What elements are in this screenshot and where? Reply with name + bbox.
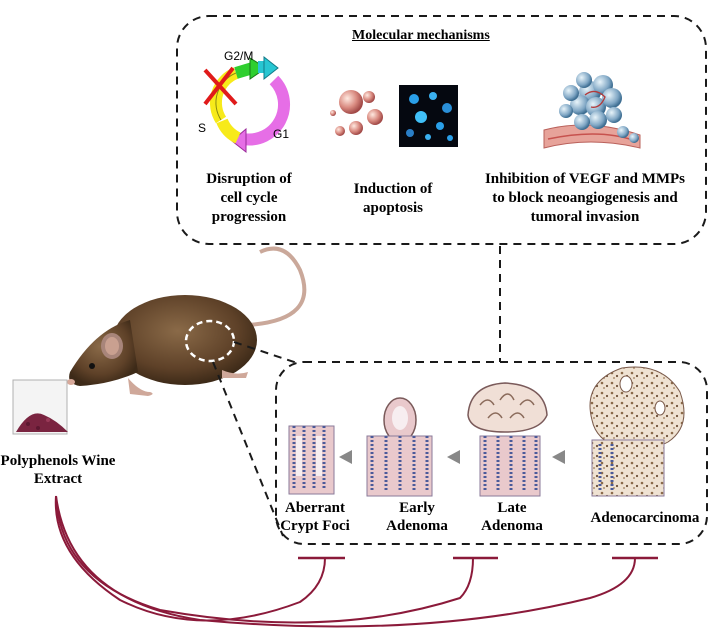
- stage-label-aberrant-crypt-foci-line2: Crypt Foci: [280, 518, 350, 534]
- tumor-invasion-illustration: [543, 72, 641, 149]
- apoptosis-micrograph: [399, 85, 458, 147]
- progression-arrow-2: [447, 450, 460, 464]
- mechanisms-title: Molecular mechanisms: [352, 28, 490, 43]
- tissue-aberrant-crypt-foci: [288, 425, 335, 495]
- phase-s-label: S: [198, 121, 207, 135]
- stage-label-adenocarcinoma: Adenocarcinoma: [590, 510, 700, 526]
- progression-arrow-3: [552, 450, 565, 464]
- apoptosis-caption-line1: Induction of: [353, 181, 433, 197]
- zoom-line-lower: [212, 361, 284, 537]
- rat-illustration: [67, 246, 307, 396]
- wine-extract-powder: [12, 379, 68, 435]
- phase-g1-label: G1: [273, 127, 290, 141]
- angiogenesis-caption-line2: to block neoangiogenesis and: [492, 190, 678, 206]
- inhibition-lines: [54, 495, 658, 628]
- tissue-adenocarcinoma: [589, 366, 685, 497]
- tissue-late-adenoma: [467, 382, 548, 497]
- apoptosis-spheres: [330, 90, 383, 136]
- stage-label-aberrant-crypt-foci-line1: Aberrant: [285, 500, 345, 516]
- stage-label-late-adenoma-line2: Adenoma: [481, 518, 543, 534]
- extract-label-line2: Extract: [33, 471, 83, 487]
- cell-cycle-caption-line1: Disruption of: [206, 171, 292, 187]
- cell-cycle-caption-line2: cell cycle: [220, 190, 278, 206]
- progression-arrow-1: [339, 450, 352, 464]
- stage-label-late-adenoma-line1: Late: [497, 500, 527, 516]
- cell-cycle-caption-line3: progression: [211, 209, 287, 225]
- progression-box: [275, 361, 708, 545]
- extract-label-line1: Polyphenols Wine: [0, 453, 116, 469]
- zoom-line-upper: [233, 341, 301, 365]
- tissue-early-adenoma: [366, 397, 433, 497]
- cell-cycle-diagram: [203, 55, 290, 154]
- stage-label-early-adenoma-line1: Early: [399, 500, 435, 516]
- angiogenesis-caption-line1: Inhibition of VEGF and MMPs: [484, 171, 686, 187]
- angiogenesis-caption-line3: tumoral invasion: [530, 209, 640, 225]
- phase-g2m-label: G2/M: [224, 49, 254, 63]
- stage-label-early-adenoma-line2: Adenoma: [386, 518, 448, 534]
- apoptosis-caption-line2: apoptosis: [362, 200, 424, 216]
